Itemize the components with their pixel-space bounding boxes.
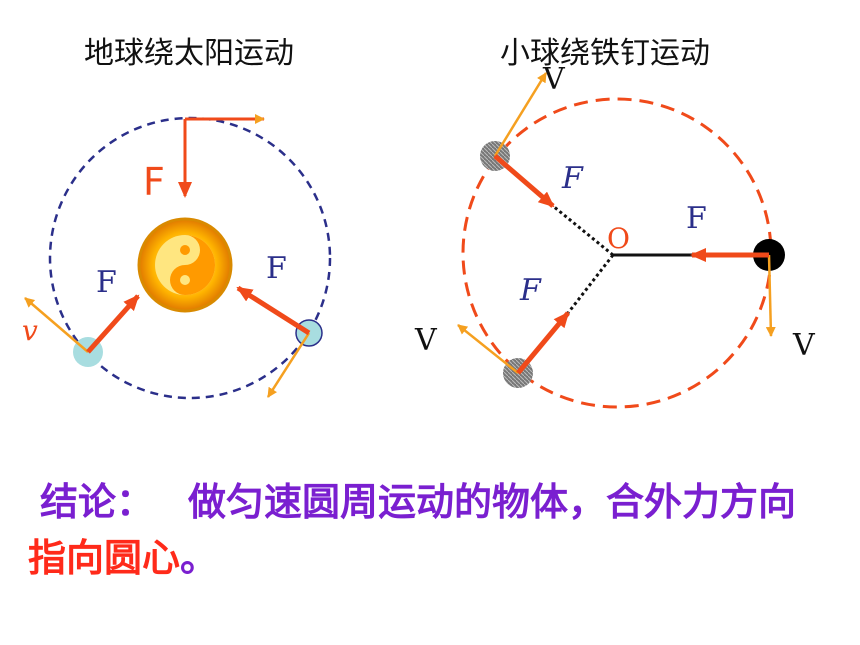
velocity-label-left: V bbox=[414, 323, 438, 358]
sun-yin-yang-icon bbox=[137, 217, 233, 313]
conclusion-suffix: 。 bbox=[180, 536, 219, 580]
velocity-arrow-lower bbox=[457, 324, 519, 374]
velocity-arrow-right bbox=[266, 332, 311, 398]
force-arrow-right bbox=[236, 285, 311, 336]
center-label: O bbox=[607, 222, 630, 255]
right-diagram-title: 小球绕铁钉运动 bbox=[500, 36, 710, 71]
string-lower bbox=[566, 254, 615, 314]
force-label-left: F bbox=[96, 265, 117, 300]
force-label-right: F bbox=[266, 251, 287, 286]
velocity-label-right: V bbox=[792, 328, 816, 363]
force-label-lower: F bbox=[519, 273, 542, 308]
right-diagram: O V F V F V F bbox=[414, 62, 816, 409]
force-arrow-lower bbox=[516, 311, 570, 375]
velocity-label-left: v bbox=[22, 314, 38, 347]
force-arrow-upper bbox=[493, 154, 555, 208]
velocity-arrow-right bbox=[765, 254, 776, 337]
conclusion-body: 做匀速圆周运动的物体，合外力方向 bbox=[188, 480, 797, 524]
velocity-arrow-left bbox=[24, 297, 89, 353]
conclusion-text: 结论： 做匀速圆周运动的物体，合外力方向指向圆心。 bbox=[28, 474, 828, 586]
conclusion-prefix: 结论： bbox=[40, 480, 155, 524]
left-diagram: F v F F bbox=[22, 114, 332, 400]
force-arrow-left bbox=[86, 294, 140, 354]
left-diagram-title: 地球绕太阳运动 bbox=[84, 36, 294, 71]
string-upper bbox=[552, 204, 614, 257]
force-label-top: F bbox=[143, 160, 165, 204]
force-label-upper: F bbox=[561, 161, 584, 196]
conclusion-highlight: 指向圆心 bbox=[28, 536, 181, 580]
velocity-label-top: V bbox=[542, 62, 566, 97]
velocity-arrow-upper bbox=[493, 72, 548, 157]
force-label-right: F bbox=[686, 201, 707, 236]
